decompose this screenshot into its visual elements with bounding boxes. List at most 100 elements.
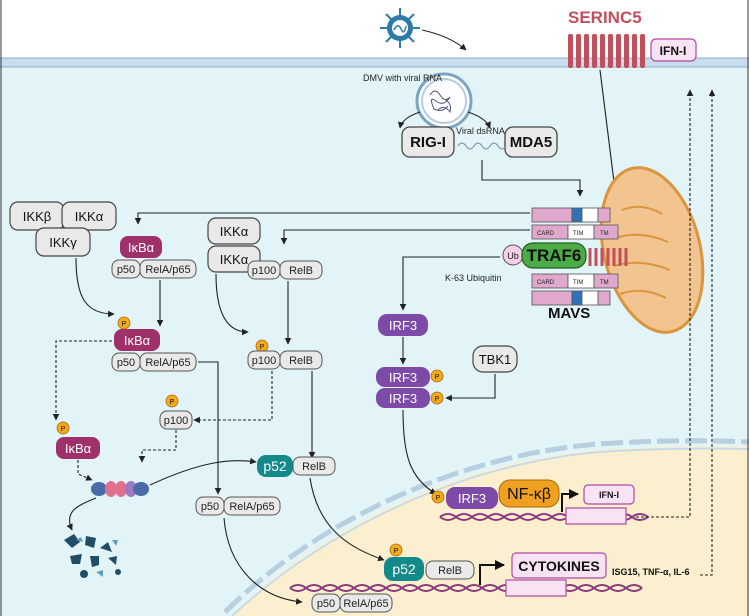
mavs-upper: CARD TIM TM [531, 207, 619, 240]
rig-mda5-to-mavs-arrow [481, 160, 584, 197]
k63-label: K-63 Ubiquitin [445, 273, 502, 283]
ikka-box-a [207, 217, 261, 245]
ikba-label-3: IκBα [65, 441, 92, 456]
phospho-6 [430, 391, 444, 405]
svg-text:P: P [170, 399, 175, 406]
p100-release-dashed [193, 371, 273, 424]
irf3-box-4 [446, 487, 498, 509]
cytokines-label: CYTOKINES [518, 558, 599, 574]
p52-to-nucleus-arrow [309, 477, 385, 562]
traf6-membrane-anchor [588, 248, 628, 266]
p50-label-1: p50 [117, 264, 135, 276]
rig-i-box [401, 126, 455, 158]
phospho-5 [430, 369, 444, 383]
ub-label: Ub [507, 251, 519, 261]
p100-label-3: p100 [164, 415, 188, 427]
svg-text:CARD: CARD [537, 280, 555, 286]
ifn-secretion-dashed [636, 89, 694, 518]
ifn-secreted-label: IFN-I [660, 44, 687, 58]
svg-text:CARD: CARD [537, 231, 555, 237]
ikk-to-ikba-arrow [75, 257, 115, 318]
ikba-box-3 [56, 437, 100, 459]
viral-dsrna-label: Viral dsRNA [456, 126, 505, 136]
dna-strand-1 [439, 507, 649, 525]
p52-box-2 [384, 557, 424, 581]
dmv-to-rig-arrow [397, 111, 421, 129]
plasma-membrane [0, 58, 749, 67]
ikkg-box [35, 227, 91, 257]
svg-text:TM: TM [600, 280, 609, 286]
relb-label-4: RelB [438, 565, 462, 577]
tbk1-label: TBK1 [479, 352, 512, 367]
tbk1-box [472, 345, 518, 373]
p50-label-4: p50 [317, 598, 335, 610]
p52-box-1 [257, 455, 293, 477]
mavs-to-ikka-arrow [280, 229, 530, 245]
serinc5-label: SERINC5 [568, 8, 642, 27]
ikka-to-p100-arrow [215, 273, 249, 336]
p52-label-1: p52 [263, 458, 287, 474]
virus-entry-arrow [421, 29, 467, 51]
ikba-label-1: IκBα [128, 240, 155, 255]
mavs-to-ikk-arrow [134, 212, 530, 225]
p100-label-1: p100 [252, 265, 276, 277]
rela-label-4: RelA/p65 [343, 598, 388, 610]
mitochondrion [599, 166, 705, 334]
ikba-box-1 [120, 236, 162, 258]
dna-strand-2 [289, 579, 643, 597]
proteasome-to-fragments-arrow [66, 497, 97, 531]
svg-text:P: P [61, 426, 66, 433]
svg-text:P: P [122, 321, 127, 328]
tbk1-to-irf3-arrow [445, 374, 496, 402]
ikka-label-b: IKKα [220, 252, 249, 267]
ifn-gene-box [583, 484, 635, 505]
rela-label-1: RelA/p65 [145, 264, 190, 276]
svg-text:P: P [435, 374, 440, 381]
svg-text:P: P [394, 548, 399, 555]
ikba-label-2: IκBα [124, 333, 151, 348]
phospho-3 [165, 394, 179, 408]
phospho-4 [56, 421, 70, 435]
relb-box-1 [279, 260, 323, 280]
rig-i-label: RIG-I [410, 134, 446, 151]
relb-box-3 [292, 456, 336, 476]
p52-label-2: p52 [392, 561, 416, 577]
irf3-label-2: IRF3 [389, 370, 417, 385]
relb-label-1: RelB [289, 265, 313, 277]
ikka-box [61, 201, 117, 231]
mavs-to-irf3-arrow [399, 256, 500, 311]
virus-icon [380, 8, 420, 48]
dmv-to-mda5-arrow [467, 111, 491, 129]
mda5-label: MDA5 [510, 134, 553, 151]
ikba-box-2 [114, 329, 160, 351]
relb-box-4 [425, 560, 475, 580]
mavs-label: MAVS [548, 305, 590, 322]
relb-box-2 [279, 350, 323, 370]
svg-text:P: P [436, 495, 441, 502]
svg-text:TIM: TIM [573, 280, 583, 286]
nuclear-envelope-inner [231, 447, 749, 616]
relb-label-3: RelB [302, 461, 326, 473]
irf3-label-1: IRF3 [389, 318, 417, 333]
ikka-box-b [207, 245, 261, 273]
p100-to-proteasome-dashed [138, 430, 177, 463]
dmv-vesicle [415, 72, 473, 130]
nfkb-box [498, 479, 560, 508]
relb-label-2: RelB [289, 355, 313, 367]
ifn-secreted-box [650, 38, 697, 62]
nfkb-label: NF-κβ [507, 486, 551, 503]
cytokine-secretion-dashed [700, 89, 716, 576]
dmv-label: DMV with viral RNA [363, 73, 442, 83]
rela-to-nucleus-arrow [198, 361, 222, 495]
p50-label-2: p50 [117, 357, 135, 369]
irf3-label-3: IRF3 [389, 391, 417, 406]
rela-box-2 [139, 352, 197, 372]
p50-label-3: p50 [201, 501, 219, 513]
mda5-box [504, 126, 558, 158]
isg-label: ISG15, TNF-α, IL-6 [612, 567, 690, 577]
proteasome-icon [91, 481, 149, 497]
svg-text:P: P [435, 396, 440, 403]
irf3-box-1 [378, 314, 428, 336]
p100-box-3 [159, 410, 193, 430]
nuclear-envelope [223, 438, 749, 614]
